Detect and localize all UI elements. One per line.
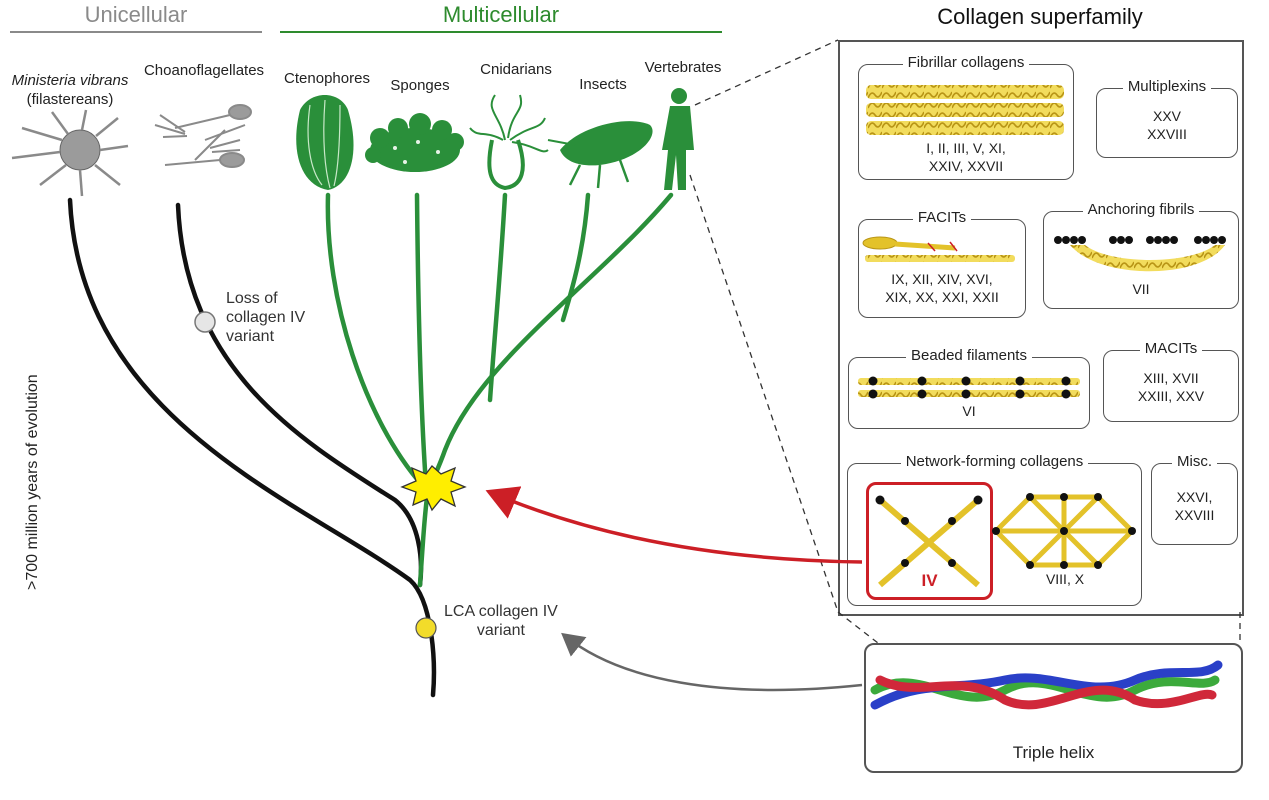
tree-black-branches <box>67 197 437 698</box>
label-ministeria: Ministeria vibrans (filastereans) <box>0 72 140 110</box>
loss-annotation: Loss of collagen IV variant <box>226 289 305 347</box>
network-other-label: VIII, X <box>1045 571 1085 587</box>
fibrillar-title: Fibrillar collagens <box>902 54 1030 71</box>
multiplexins-title: Multiplexins <box>1122 78 1212 95</box>
label-ministeria-group: (filastereans) <box>26 90 114 108</box>
loss-line-1: Loss of <box>226 290 278 307</box>
branch-insects <box>560 192 591 323</box>
lca-annotation: LCA collagen IV variant <box>444 602 558 640</box>
label-sponges: Sponges <box>390 77 450 94</box>
ministeria-illustration <box>11 109 129 197</box>
loss-line-2: collagen IV <box>226 309 306 327</box>
multiplexins-box: Multiplexins XXV XXVIII <box>1096 78 1238 158</box>
branch-vertebrates <box>427 192 674 491</box>
collagen-iv-highlight: IV <box>866 482 993 600</box>
ctenophore-illustration <box>296 95 354 190</box>
misc-line-2: XXVIII <box>1174 507 1215 524</box>
header-multicellular: Multicellular <box>442 2 560 27</box>
beaded-line-1: VI <box>962 403 976 419</box>
sponge-illustration <box>365 113 464 172</box>
red-origin-arrow <box>485 486 863 564</box>
label-ctenophores: Ctenophores <box>284 70 370 87</box>
anchoring-title: Anchoring fibrils <box>1082 201 1200 218</box>
insect-illustration <box>547 121 653 189</box>
label-vertebrates: Vertebrates <box>644 59 722 76</box>
cnidarian-illustration <box>469 94 549 191</box>
vertebrate-illustration <box>662 88 694 190</box>
facits-line-1: IX, XII, XIV, XVI, <box>891 271 993 287</box>
lca-node <box>415 617 437 639</box>
branch-multicellular-stem <box>417 487 431 588</box>
branch-sponges <box>414 192 429 488</box>
branch-ministeria <box>67 197 437 698</box>
lca-line-1: LCA collagen IV <box>444 603 558 620</box>
facits-box: FACITs IX, XII, XIV, XVI, XIX, XX, XXI, … <box>858 209 1026 318</box>
facits-line-2: XIX, XX, XXI, XXII <box>885 289 999 306</box>
fibrillar-line-1: I, II, III, V, XI, <box>926 140 1006 156</box>
choanoflagellate-illustration <box>154 104 252 168</box>
loss-line-3: variant <box>226 328 275 346</box>
anchoring-line-1: VII <box>1132 281 1150 297</box>
misc-title: Misc. <box>1172 453 1217 470</box>
fibrillar-box: Fibrillar collagens I, II, III, V, XI, X… <box>858 54 1074 180</box>
network-iv-label: IV <box>921 571 938 590</box>
macits-line-2: XXIII, XXV <box>1137 388 1205 405</box>
triple-helix-box: Triple helix <box>864 643 1243 773</box>
branch-choanoflagellates <box>175 202 424 588</box>
misc-box: Misc. XXVI, XXVIII <box>1151 453 1238 545</box>
branch-cnidarians <box>487 192 508 403</box>
anchoring-box: Anchoring fibrils VII <box>1043 201 1239 309</box>
beaded-title: Beaded filaments <box>906 347 1032 364</box>
misc-line-1: XXVI, <box>1176 489 1213 505</box>
multiplexins-line-2: XXVIII <box>1147 126 1187 143</box>
network-title: Network-forming collagens <box>900 453 1089 470</box>
lca-line-2: variant <box>476 622 525 640</box>
loss-node <box>194 311 216 333</box>
triple-helix-label: Triple helix <box>1012 743 1095 762</box>
label-ministeria-name: Ministeria vibrans <box>11 72 129 89</box>
beaded-box: Beaded filaments VI <box>848 347 1090 429</box>
label-choanoflagellates: Choanoflagellates <box>143 62 265 79</box>
time-axis-label: >700 million years of evolution <box>24 374 41 590</box>
header-unicellular: Unicellular <box>84 2 188 27</box>
fibrillar-line-2: XXIV, XXVII <box>928 158 1004 175</box>
branch-ctenophores <box>325 192 425 488</box>
gray-lca-arrow <box>561 632 863 692</box>
macits-box: MACITs XIII, XVII XXIII, XXV <box>1103 340 1239 422</box>
label-insects: Insects <box>579 76 627 93</box>
tree-green-branches <box>325 192 674 588</box>
macits-title: MACITs <box>1139 340 1203 357</box>
macits-line-1: XIII, XVII <box>1143 370 1199 386</box>
origin-star-burst <box>400 465 467 512</box>
multiplexins-line-1: XXV <box>1152 108 1181 124</box>
header-collagen-superfamily: Collagen superfamily <box>937 4 1143 29</box>
facits-title: FACITs <box>912 209 972 226</box>
label-cnidarians: Cnidarians <box>480 61 552 78</box>
